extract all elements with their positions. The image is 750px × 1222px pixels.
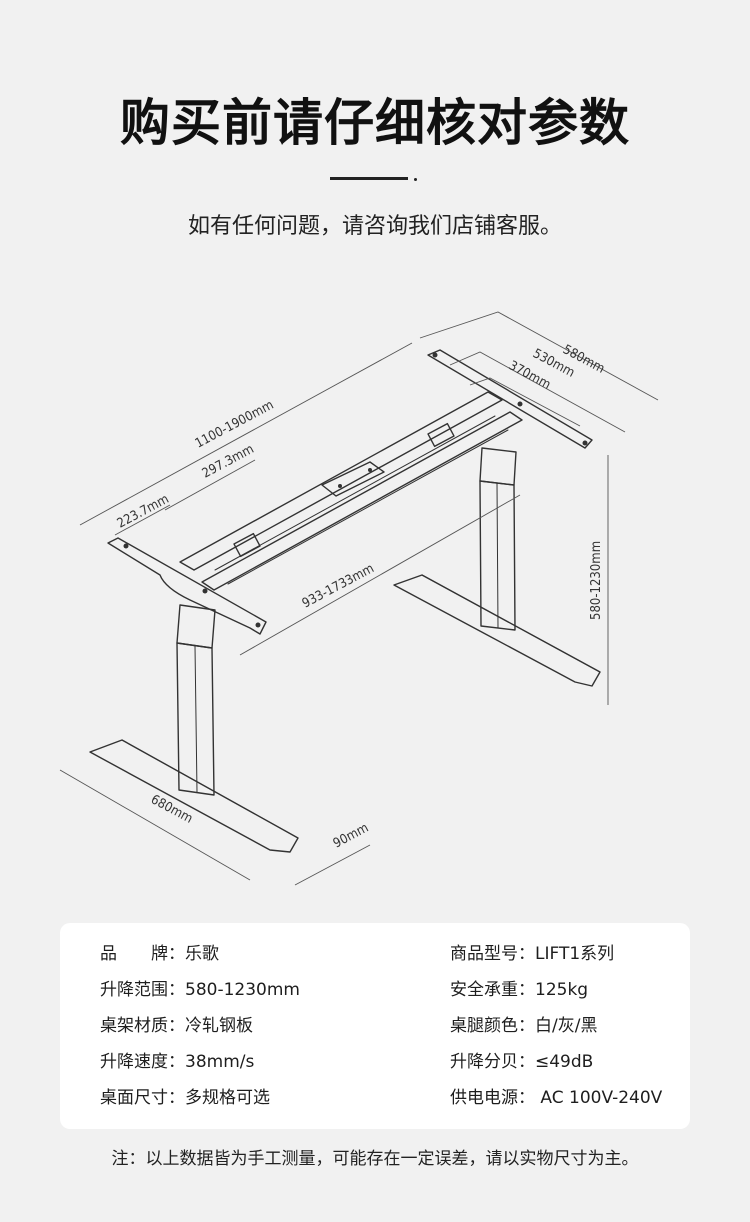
- spec-brand: 品牌：乐歌: [100, 944, 219, 964]
- crossbar-inner-2: [227, 429, 509, 585]
- dim-line-370: [469, 377, 581, 427]
- dim-line-580: [419, 311, 659, 401]
- spec-value: AC 100V-240V: [535, 1088, 663, 1108]
- spec-value: 乐歌: [185, 944, 219, 964]
- spec-value: 38mm/s: [185, 1052, 255, 1072]
- control-box-back: [427, 422, 455, 448]
- dim-line-1100: [79, 342, 413, 526]
- back-foot: [393, 574, 601, 687]
- back-top-bracket: [427, 349, 593, 449]
- back-foot-top: [421, 574, 601, 673]
- dim-line-530: [449, 351, 626, 433]
- page-title: 购买前请仔细核对参数: [120, 94, 630, 152]
- dim-line-223: [114, 504, 171, 536]
- dim-line-90: [294, 844, 371, 886]
- motor-box: [321, 461, 385, 497]
- title-divider: [330, 177, 408, 180]
- dim-90: 90mm: [331, 821, 371, 852]
- spec-value: 125kg: [535, 980, 589, 1000]
- footer-note: 注：以上数据皆为手工测量，可能存在一定误差，请以实物尺寸为主。: [111, 1149, 639, 1169]
- front-leg-lower: [176, 642, 215, 796]
- dim-223: 223.7mm: [115, 492, 172, 532]
- spec-power: 供电电源： AC 100V-240V: [450, 1088, 663, 1108]
- control-box-front: [233, 532, 261, 558]
- spec-noise: 升降分贝：≤49dB: [450, 1052, 594, 1072]
- front-top-bracket: [107, 537, 267, 635]
- crossbar-inner: [214, 415, 496, 571]
- spec-value: LIFT1系列: [535, 944, 615, 964]
- spec-value: ≤49dB: [535, 1052, 594, 1072]
- title-divider-dot: [414, 178, 417, 181]
- desk-frame-drawing: 580mm 530mm 370mm 1100-1900mm 297.3mm 22…: [59, 311, 659, 886]
- dim-line-680: [59, 769, 251, 881]
- back-leg-lower: [479, 480, 516, 631]
- dim-580-1230: 580-1230mm: [589, 541, 604, 620]
- screw-holes: [123, 352, 588, 628]
- spec-value: 多规格可选: [185, 1088, 270, 1108]
- spec-value: 冷轧钢板: [185, 1016, 253, 1036]
- front-leg-line: [194, 645, 198, 793]
- dim-933-1733: 933-1733mm: [300, 561, 377, 611]
- spec-value: 580-1230mm: [185, 980, 300, 1000]
- crossbar-lower: [201, 411, 523, 591]
- back-leg-upper: [479, 447, 517, 486]
- dim-line-933: [239, 494, 521, 656]
- front-leg-upper: [176, 604, 216, 649]
- front-foot-top: [121, 739, 299, 839]
- dim-297: 297.3mm: [200, 442, 257, 482]
- spec-value: 白/灰/黑: [535, 1016, 598, 1036]
- dim-680: 680mm: [148, 792, 195, 826]
- crossbar-upper: [179, 391, 503, 571]
- spec-model: 商品型号：LIFT1系列: [450, 944, 615, 964]
- spec-lift-range: 升降范围：580-1230mm: [100, 980, 300, 1000]
- front-foot: [89, 739, 299, 853]
- spec-card: 品牌：乐歌 升降范围：580-1230mm 桌架材质：冷轧钢板 升降速度：38m…: [60, 923, 690, 1129]
- spec-desktop-size: 桌面尺寸：多规格可选: [100, 1088, 270, 1108]
- page-subtitle: 如有任何问题，请咨询我们店铺客服。: [187, 214, 562, 239]
- spec-leg-color: 桌腿颜色：白/灰/黑: [450, 1016, 598, 1036]
- spec-load-capacity: 安全承重：125kg: [450, 980, 589, 1000]
- spec-frame-material: 桌架材质：冷轧钢板: [100, 1016, 253, 1036]
- back-leg-line: [496, 482, 499, 629]
- dim-line-297: [164, 459, 256, 511]
- spec-lift-speed: 升降速度：38mm/s: [100, 1052, 255, 1072]
